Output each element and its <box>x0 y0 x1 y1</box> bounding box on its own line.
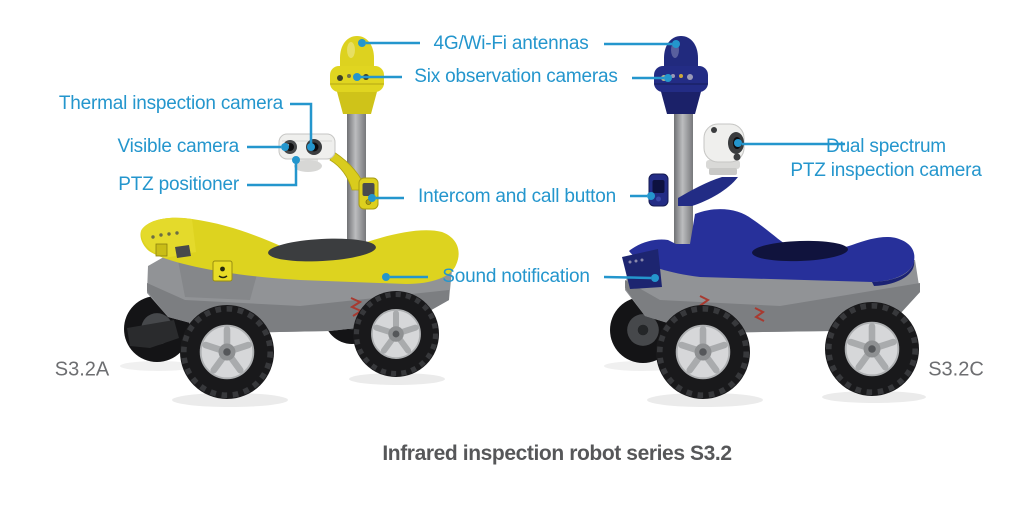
label-antennas: 4G/Wi-Fi antennas <box>433 33 589 54</box>
ground-shadow <box>822 391 926 403</box>
ground-shadow <box>172 393 288 407</box>
logo-badge <box>212 260 233 282</box>
label-intercom: Intercom and call button <box>418 186 616 207</box>
hood <box>622 209 915 289</box>
front-lights <box>151 231 179 239</box>
antenna-dome <box>664 36 698 66</box>
suspension-spring <box>349 297 364 317</box>
call-button <box>656 196 661 202</box>
suspension-spring <box>754 307 765 322</box>
ptz-positioner-base <box>294 160 322 172</box>
leader-lines <box>247 39 845 282</box>
sensor-head <box>654 36 708 114</box>
front-bumper <box>127 320 179 348</box>
ground-shadow <box>120 361 196 371</box>
ground-shadow <box>647 393 763 407</box>
model-label-s32a: S3.2A <box>54 358 110 381</box>
label-dual-spectrum-line2: PTZ inspection camera <box>790 160 982 181</box>
diagram-caption: Infrared inspection robot series S3.2 <box>382 442 732 465</box>
label-observation-cameras: Six observation cameras <box>414 66 618 87</box>
robot-s32a <box>120 36 459 407</box>
mast-pole <box>674 106 693 256</box>
label-visible-camera: Visible camera <box>117 136 240 157</box>
antenna-dome <box>340 36 374 66</box>
label-ptz-positioner: PTZ positioner <box>118 174 239 195</box>
robot-s32c <box>604 36 926 407</box>
intercom-unit <box>648 173 669 207</box>
model-label-s32c: S3.2C <box>928 358 984 381</box>
intercom-unit <box>358 177 379 210</box>
label-dual-spectrum-camera: Dual spectrum PTZ inspection camera <box>790 135 981 183</box>
label-dual-spectrum-line1: Dual spectrum <box>826 136 946 157</box>
ground-shadow <box>349 373 445 385</box>
front-lights <box>628 258 644 264</box>
label-sound-notification: Sound notification <box>442 266 590 287</box>
label-thermal-camera: Thermal inspection camera <box>58 93 283 114</box>
sensor-head <box>330 36 384 114</box>
hood <box>140 217 459 284</box>
